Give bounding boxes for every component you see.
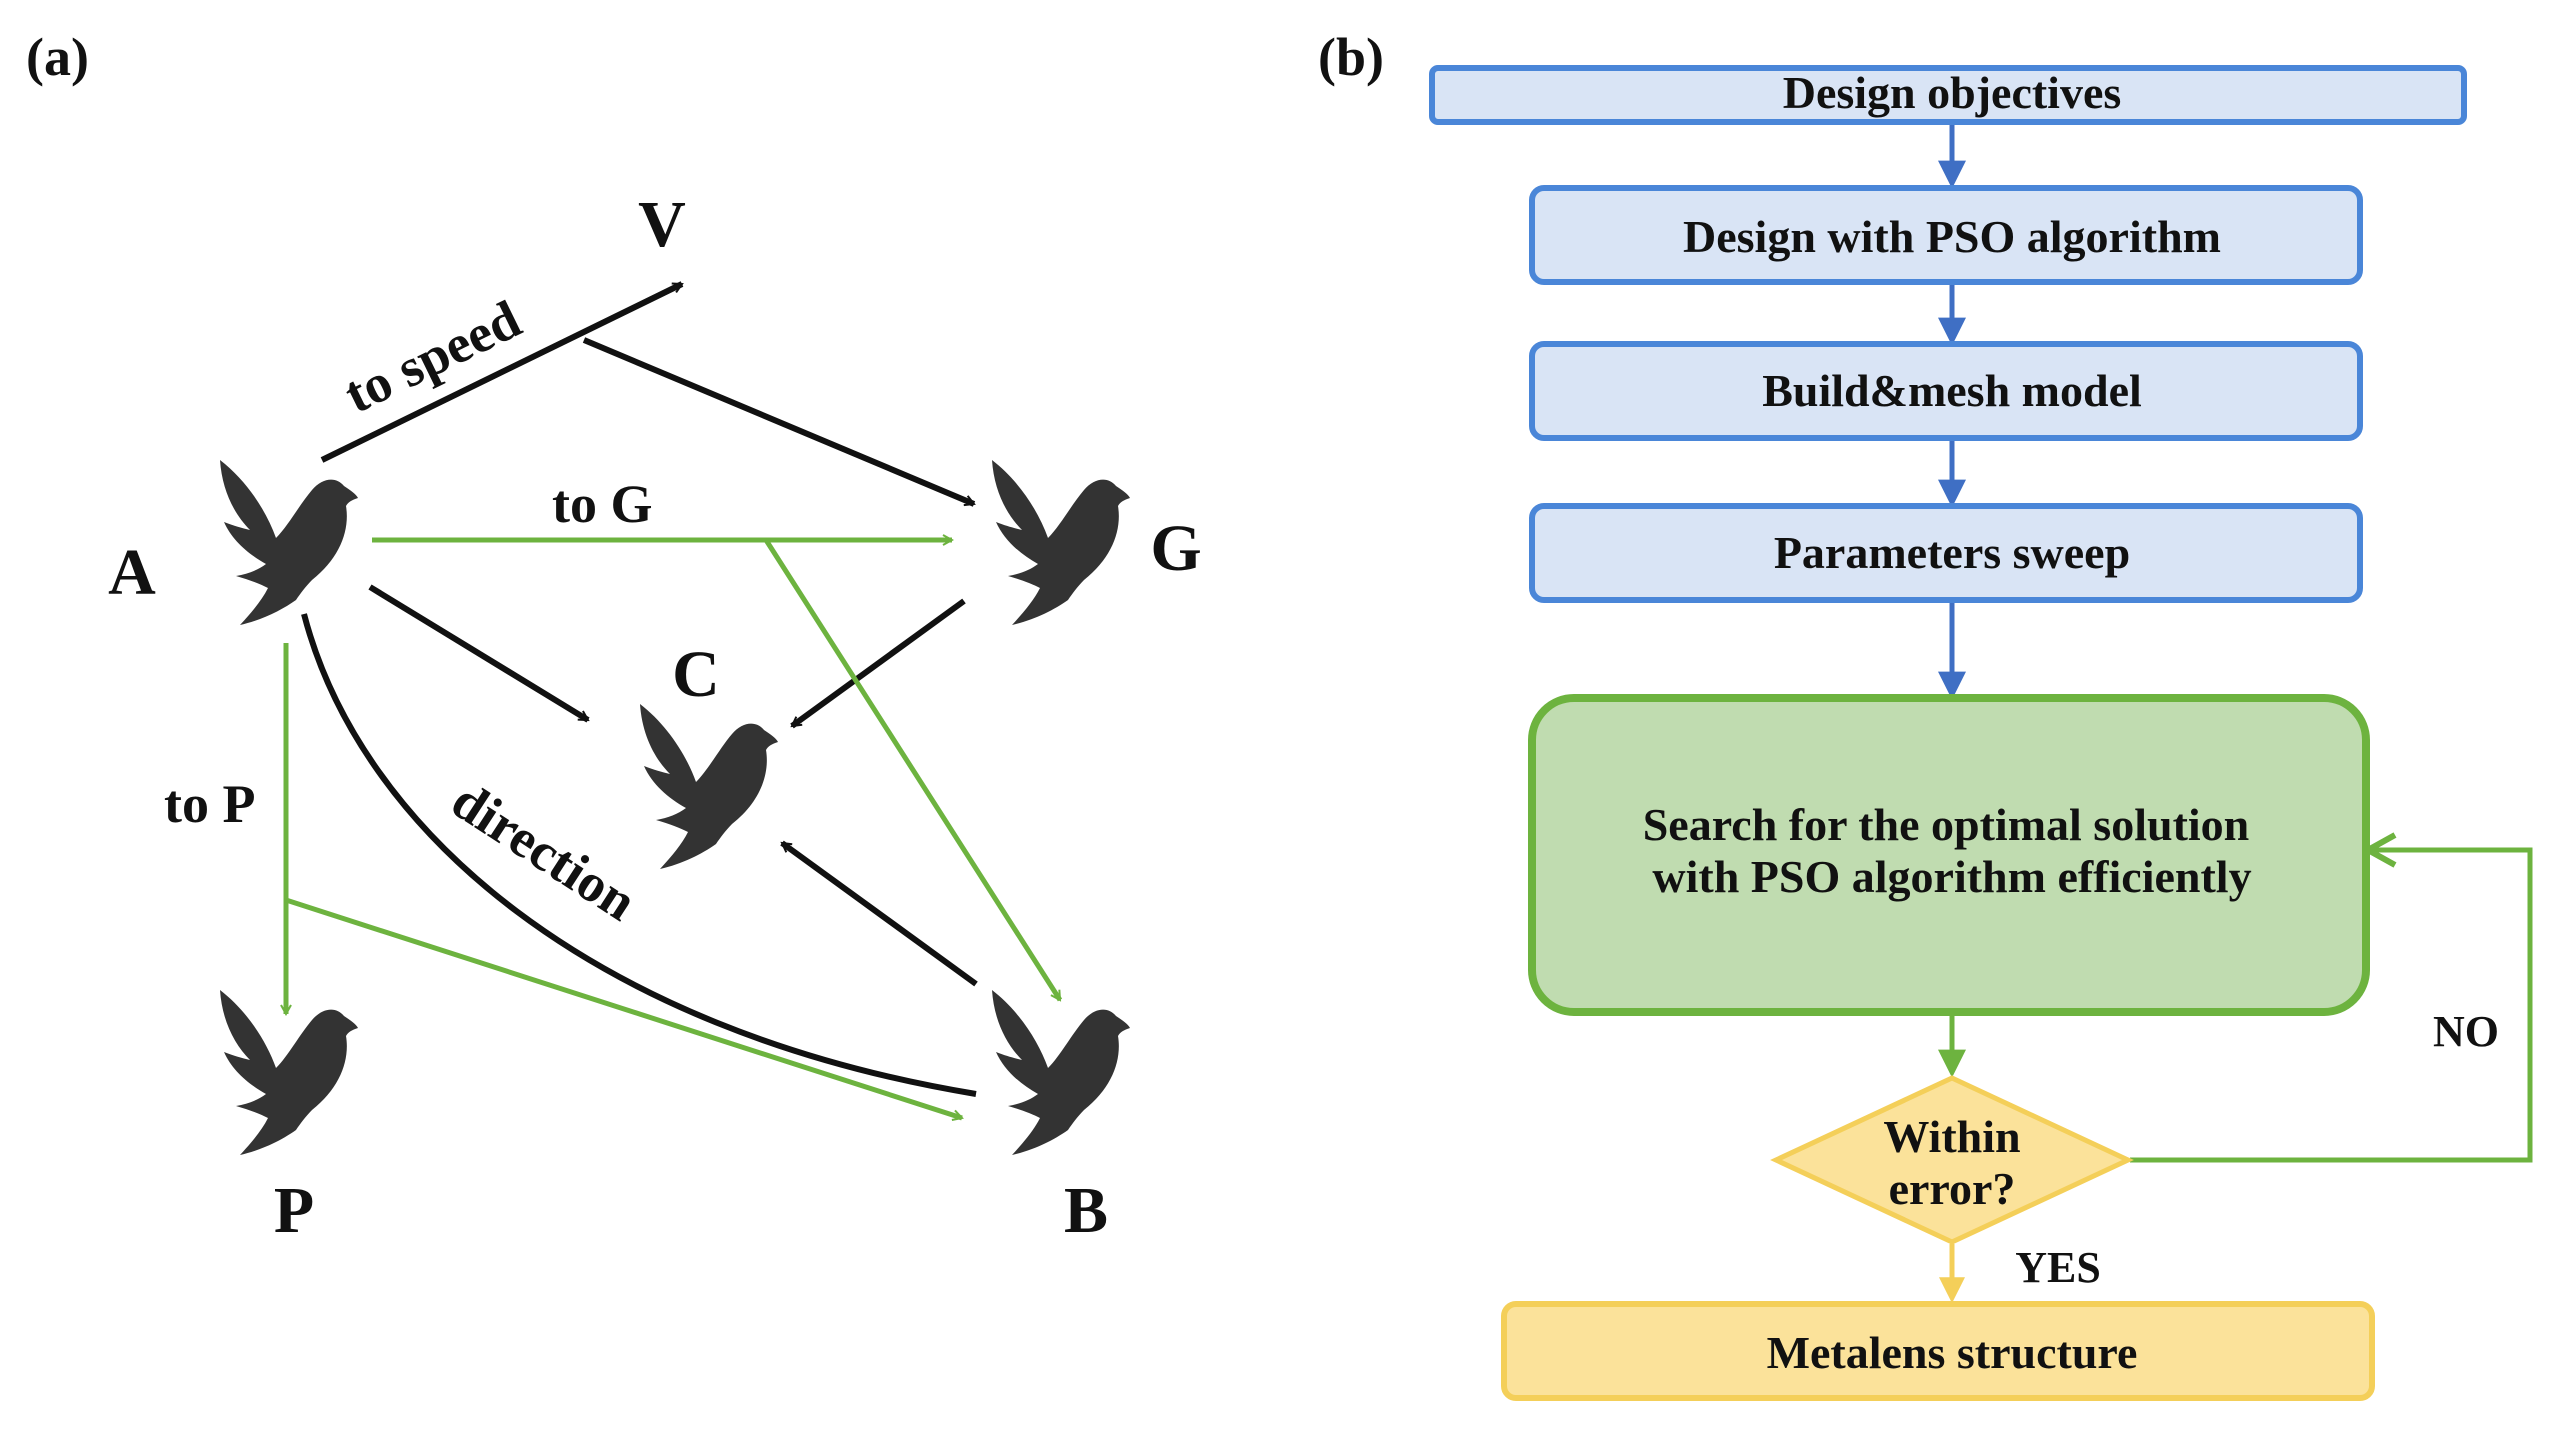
arrow-a-to-c	[368, 584, 588, 723]
edge-label-to-p: to P	[164, 774, 255, 834]
text-search-line1: Search for the optimal solution	[1643, 799, 2250, 850]
text-design-objectives: Design objectives	[1783, 67, 2122, 118]
green-arrows	[285, 538, 1063, 1118]
text-param-sweep: Parameters sweep	[1774, 527, 2130, 578]
bird-b-icon	[992, 990, 1130, 1155]
diamond-within-error	[1770, 1075, 2134, 1245]
node-label-g: G	[1150, 512, 1201, 585]
text-metalens: Metalens structure	[1767, 1327, 2138, 1378]
arrow-g-to-b	[763, 538, 1063, 1000]
edge-label-direction: direction	[441, 770, 646, 933]
text-search-line2: with PSO algorithm efficiently	[1652, 851, 2251, 902]
arrow-v-to-g	[582, 337, 974, 507]
arrow-p-to-b	[285, 897, 962, 1118]
edge-label-to-g: to G	[552, 474, 653, 534]
arrow-a-to-v	[320, 281, 682, 463]
connector-no-loop	[2130, 850, 2533, 1163]
black-arrows	[301, 281, 978, 1097]
node-label-b: B	[1064, 1174, 1108, 1247]
bird-g-icon	[992, 460, 1130, 625]
box-param-sweep	[1529, 503, 2363, 603]
branch-label-no: NO	[2433, 1007, 2499, 1056]
text-within-line2: error?	[1889, 1163, 2016, 1214]
node-label-c: C	[672, 638, 720, 711]
panel-b-label: (b)	[1318, 27, 1384, 87]
branch-label-yes: YES	[2015, 1243, 2101, 1292]
arrow-g-to-c	[790, 598, 966, 729]
arrow-b-to-c	[780, 840, 978, 987]
text-design-pso: Design with PSO algorithm	[1683, 211, 2221, 262]
panel-a-label: (a)	[26, 27, 89, 87]
direction-curve	[301, 613, 977, 1097]
bird-c-icon	[640, 704, 778, 869]
flow-connectors	[1938, 124, 2533, 1304]
text-build-mesh: Build&mesh model	[1762, 365, 2142, 416]
node-label-a: A	[108, 536, 156, 609]
bird-p-icon	[220, 990, 358, 1155]
box-search-optimal	[1528, 694, 2370, 1016]
box-design-objectives	[1429, 65, 2467, 125]
node-label-v: V	[638, 188, 686, 261]
box-design-pso	[1529, 185, 2363, 285]
box-metalens	[1501, 1301, 2375, 1401]
node-label-p: P	[274, 1174, 314, 1247]
box-build-mesh	[1529, 341, 2363, 441]
bird-a-icon	[220, 460, 358, 625]
text-within-line1: Within	[1883, 1111, 2020, 1162]
